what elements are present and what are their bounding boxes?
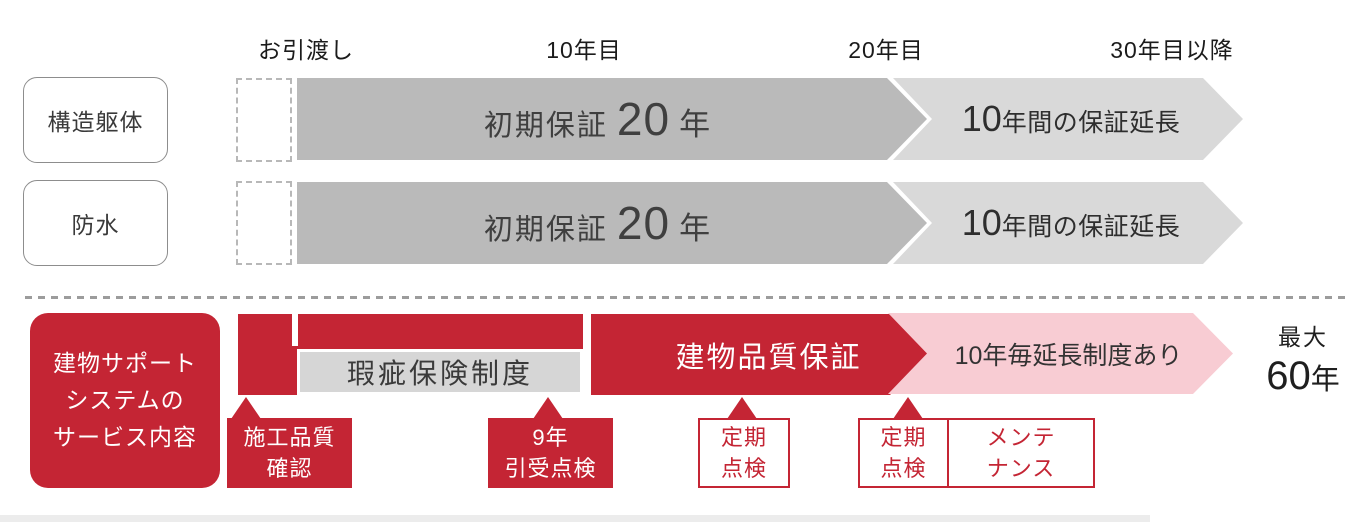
support-system-title-box: 建物サポート システムの サービス内容 [30, 313, 220, 488]
row-label-structure: 構造躯体 [23, 77, 168, 163]
pointer-triangle-periodic-inspection-2 [893, 397, 923, 419]
max-years-unit: 年 [1310, 364, 1340, 396]
bottom-edge-strip [0, 515, 1150, 522]
initial-warranty-arrow-waterproof: 初期保証 20 年 [297, 182, 927, 264]
handover-dashed-box-waterproof [236, 181, 292, 265]
initial-warranty-arrow-structure: 初期保証 20 年 [297, 78, 927, 160]
pointer-triangle-quality-check [231, 397, 261, 419]
dashed-separator-line [25, 296, 1345, 299]
defect-insurance-box: 瑕疵保険制度 [297, 349, 583, 395]
callout-9year-inspection: 9年 引受点検 [488, 418, 613, 488]
max-60-years-label: 最大 60 年 [1248, 318, 1358, 399]
extension-label: 年間の保証延長 [1001, 109, 1181, 137]
max-years-number: 60 [1266, 354, 1311, 398]
callout-cell-periodic-inspection: 定期 点検 [880, 424, 927, 481]
extension-text: 10 年間の保証延長 [962, 98, 1181, 140]
handover-dashed-box-structure [236, 78, 292, 162]
extension-years: 10 [961, 98, 1002, 139]
initial-warranty-prefix: 初期保証 [483, 110, 608, 142]
extension-label: 年間の保証延長 [1001, 213, 1181, 241]
building-quality-warranty-arrow: 建物品質保証 [591, 314, 930, 395]
extension-text: 10 年間の保証延長 [962, 202, 1181, 244]
callout-periodic-inspection: 定期 点検 [698, 418, 790, 488]
extension-arrow-waterproof: 10 年間の保証延長 [893, 182, 1243, 264]
max-prefix: 最大 [1278, 324, 1328, 350]
initial-warranty-years: 20 [616, 197, 671, 249]
initial-warranty-text: 初期保証 20 年 [484, 196, 710, 250]
extension-arrow-structure: 10 年間の保証延長 [893, 78, 1243, 160]
callout-periodic-inspection-maintenance: 定期 点検 メンテ ナンス [858, 418, 1095, 488]
callout-cell-maintenance: メンテ ナンス [947, 420, 1093, 486]
timeline-header-year30plus: 30年目以降 [1110, 37, 1234, 63]
timeline-header-year20: 20年目 [848, 37, 924, 63]
row-label-waterproof: 防水 [23, 180, 168, 266]
10-year-extension-arrow: 10年毎延長制度あり [888, 313, 1233, 394]
initial-warranty-years: 20 [616, 93, 671, 145]
initial-warranty-text: 初期保証 20 年 [484, 92, 710, 146]
initial-warranty-unit: 年 [679, 211, 711, 246]
initial-warranty-unit: 年 [679, 107, 711, 142]
max-years: 60 年 [1248, 354, 1358, 399]
handover-tick-mark [292, 314, 298, 346]
timeline-header-year10: 10年目 [546, 37, 622, 63]
pointer-triangle-9year-inspection [533, 397, 563, 419]
callout-construction-quality-check: 施工品質 確認 [227, 418, 352, 488]
timeline-header-handover: お引渡し [258, 37, 354, 63]
extension-years: 10 [961, 202, 1002, 243]
initial-warranty-prefix: 初期保証 [483, 214, 608, 246]
pointer-triangle-periodic-inspection-1 [727, 397, 757, 419]
